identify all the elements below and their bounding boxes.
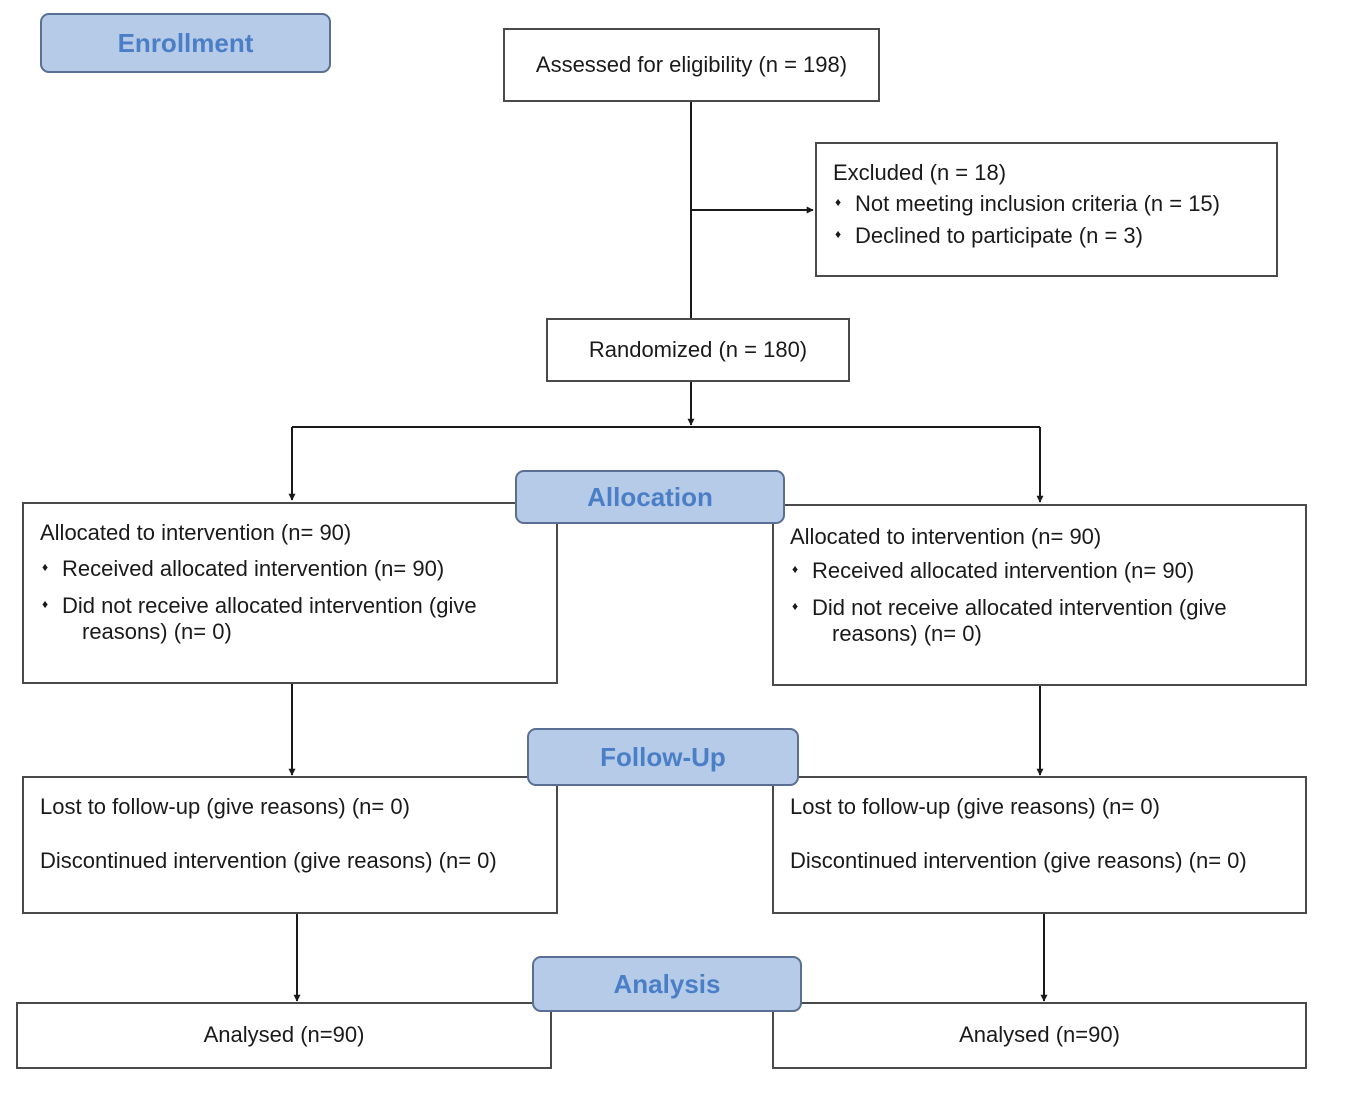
excluded-title: Excluded (n = 18) — [833, 160, 1007, 185]
followup-left-discontinued: Discontinued intervention (give reasons)… — [40, 848, 497, 874]
assessed-box: Assessed for eligibility (n = 198) — [503, 28, 880, 102]
stage-label-follow-up: Follow-Up — [527, 728, 799, 786]
stage-label-analysis: Analysis — [532, 956, 802, 1012]
allocation-right-received: Received allocated intervention (n= 90) — [790, 558, 1289, 584]
followup-left-lost: Lost to follow-up (give reasons) (n= 0) — [40, 794, 410, 819]
allocation-left-not-received: Did not receive allocated intervention (… — [40, 593, 540, 619]
allocation-right-not-received-cont: reasons) (n= 0) — [832, 621, 982, 647]
excluded-item: Declined to participate (n = 3) — [833, 223, 1260, 249]
followup-right-discontinued: Discontinued intervention (give reasons)… — [790, 848, 1247, 874]
analysis-right-text: Analysed (n=90) — [959, 1022, 1120, 1048]
allocation-right-box: Allocated to intervention (n= 90) Receiv… — [772, 504, 1307, 686]
assessed-text: Assessed for eligibility (n = 198) — [535, 51, 848, 77]
analysis-left-box: Analysed (n=90) — [16, 1002, 552, 1069]
analysis-left-text: Analysed (n=90) — [203, 1022, 365, 1048]
allocation-left-box: Allocated to intervention (n= 90) Receiv… — [22, 502, 558, 684]
allocation-right-not-received: Did not receive allocated intervention (… — [790, 595, 1289, 621]
stage-label-enrollment: Enrollment — [40, 13, 331, 73]
allocation-left-received: Received allocated intervention (n= 90) — [40, 556, 540, 582]
stage-label-allocation: Allocation — [515, 470, 785, 524]
randomized-box: Randomized (n = 180) — [546, 318, 850, 382]
followup-right-box: Lost to follow-up (give reasons) (n= 0) … — [772, 776, 1307, 914]
excluded-item: Not meeting inclusion criteria (n = 15) — [833, 191, 1260, 217]
followup-right-lost: Lost to follow-up (give reasons) (n= 0) — [790, 794, 1160, 819]
followup-left-box: Lost to follow-up (give reasons) (n= 0) … — [22, 776, 558, 914]
randomized-text: Randomized (n = 180) — [588, 336, 808, 362]
allocation-right-title: Allocated to intervention (n= 90) — [790, 524, 1102, 549]
analysis-right-box: Analysed (n=90) — [772, 1002, 1307, 1069]
excluded-box: Excluded (n = 18) Not meeting inclusion … — [815, 142, 1278, 277]
allocation-left-title: Allocated to intervention (n= 90) — [40, 520, 352, 545]
allocation-left-not-received-cont: reasons) (n= 0) — [82, 619, 232, 645]
